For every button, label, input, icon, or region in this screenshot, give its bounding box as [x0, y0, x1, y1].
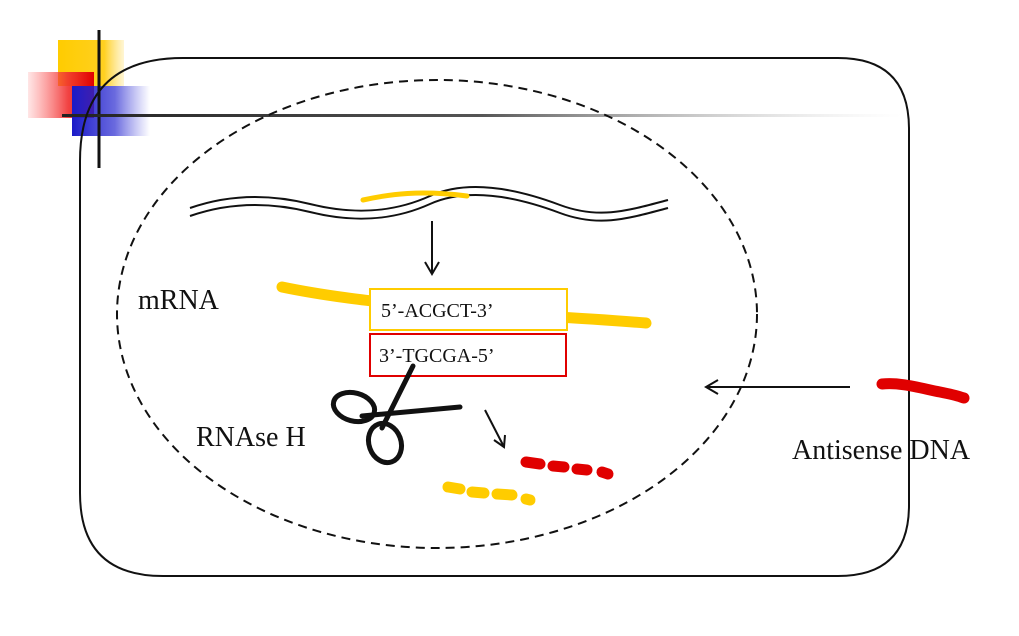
sense-sequence-box	[369, 288, 568, 331]
antisense-sequence-label: 3’-TGCGA-5’	[379, 345, 495, 367]
degraded-antisense-fragments	[520, 456, 614, 480]
entry-arrow	[704, 379, 850, 395]
dna-double-strand	[189, 186, 669, 222]
sense-sequence-label: 5’-ACGCT-3’	[381, 300, 494, 322]
antisense-dna-strand	[876, 378, 970, 404]
mrna-label: mRNA	[138, 285, 220, 316]
antisense-sequence-box	[369, 333, 567, 377]
slide-corner-decoration	[28, 30, 902, 168]
transcription-arrow	[424, 221, 440, 276]
antisense-dna-label: Antisense DNA	[792, 435, 971, 466]
gene-segment	[360, 190, 470, 203]
nucleus-boundary	[116, 79, 758, 549]
cleavage-arrow	[484, 409, 506, 449]
degraded-mrna-fragments	[442, 481, 536, 506]
scissors-icon	[330, 363, 463, 466]
cell-membrane	[79, 57, 910, 577]
rnase-h-label: RNAse H	[196, 422, 306, 453]
